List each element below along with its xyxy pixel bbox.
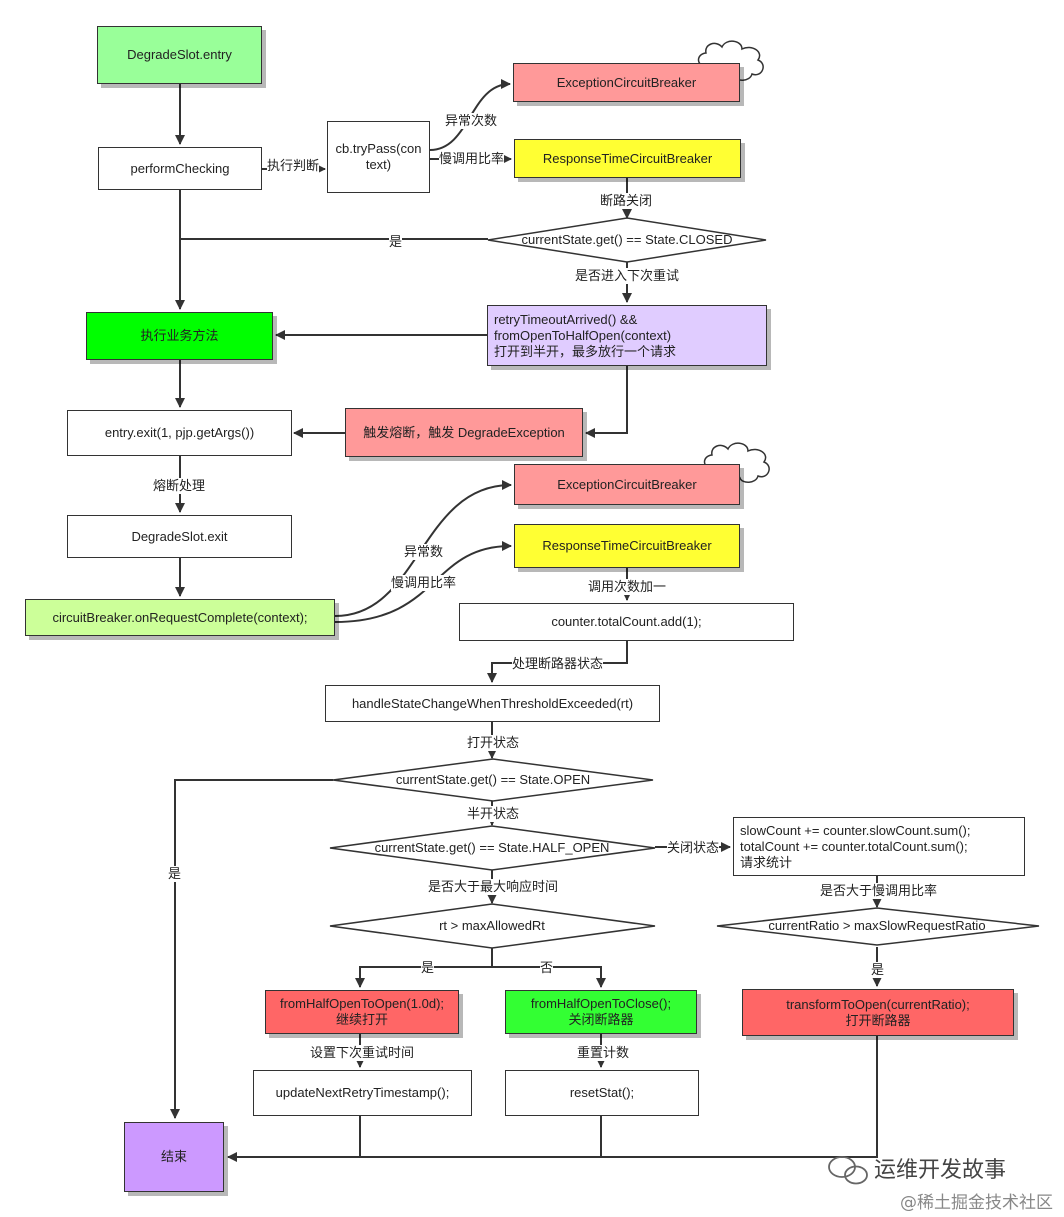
response-time-circuit-breaker-2-label: ResponseTimeCircuitBreaker bbox=[542, 538, 712, 553]
stat-line-1: slowCount += counter.slowCount.sum(); bbox=[740, 822, 971, 838]
on-request-complete-label: circuitBreaker.onRequestComplete(context… bbox=[52, 609, 308, 625]
transform-line-1: transformToOpen(currentRatio); bbox=[786, 996, 970, 1012]
total-count-add: counter.totalCount.add(1); bbox=[459, 603, 794, 641]
label-fuse-handle: 熔断处理 bbox=[153, 478, 206, 494]
update-next-retry-label: updateNextRetryTimestamp(); bbox=[275, 1085, 450, 1100]
retry-line-3: 打开到半开，最多放行一个请求 bbox=[494, 343, 677, 359]
perform-checking-label: performChecking bbox=[130, 160, 230, 176]
label-slow-ratio-1: 慢调用比率 bbox=[439, 151, 505, 167]
label-open-state: 打开状态 bbox=[467, 735, 520, 751]
rt-check-text: rt > maxAllowedRt bbox=[439, 918, 545, 933]
trigger-fuse-label: 触发熔断，触发 DegradeException bbox=[363, 424, 565, 440]
exception-circuit-breaker-1: ExceptionCircuitBreaker bbox=[513, 63, 740, 102]
arrow-open-yes-to-end bbox=[170, 779, 333, 1119]
total-count-add-label: counter.totalCount.add(1); bbox=[551, 614, 702, 629]
ratio-check-diamond bbox=[716, 907, 1040, 946]
hoc-line-1: fromHalfOpenToClose(); bbox=[530, 996, 672, 1011]
retry-line-1: retryTimeoutArrived() && bbox=[494, 311, 638, 327]
open-check-diamond bbox=[332, 758, 654, 802]
execute-business-method: 执行业务方法 bbox=[86, 312, 273, 360]
rt-check-diamond bbox=[329, 903, 656, 949]
hoo-line-1: fromHalfOpenToOpen(1.0d); bbox=[279, 996, 445, 1011]
ratio-check-text: currentRatio > maxSlowRequestRatio bbox=[768, 918, 986, 933]
entry-exit-label: entry.exit(1, pjp.getArgs()) bbox=[104, 425, 255, 440]
end-node: 结束 bbox=[124, 1122, 224, 1192]
hoc-line-2: 关闭断路器 bbox=[568, 1012, 634, 1027]
arrow-rt-no bbox=[492, 966, 606, 988]
handle-state-change: handleStateChangeWhenThresholdExceeded(r… bbox=[325, 685, 660, 722]
arrow-to-end bbox=[227, 1036, 878, 1162]
label-half-open-state: 半开状态 bbox=[467, 806, 520, 822]
reset-stat: resetStat(); bbox=[505, 1070, 699, 1116]
on-request-complete: circuitBreaker.onRequestComplete(context… bbox=[25, 599, 335, 636]
open-check-text: currentState.get() == State.OPEN bbox=[395, 772, 591, 787]
label-reset-count: 重置计数 bbox=[577, 1045, 630, 1061]
label-over-slow-ratio: 是否大于慢调用比率 bbox=[820, 883, 938, 899]
label-yes-1: 是 bbox=[389, 234, 403, 250]
watermark-brand: 运维开发故事 bbox=[874, 1158, 1007, 1183]
label-slow-ratio-2: 慢调用比率 bbox=[391, 575, 457, 591]
reset-stat-label: resetStat(); bbox=[569, 1085, 635, 1100]
stat-line-2: totalCount += counter.totalCount.sum(); bbox=[740, 838, 968, 854]
label-closed-state: 关闭状态 bbox=[667, 840, 720, 856]
degrade-slot-exit-label: DegradeSlot.exit bbox=[131, 528, 228, 544]
label-exec-judge: 执行判断 bbox=[267, 158, 320, 174]
degrade-slot-exit: DegradeSlot.exit bbox=[67, 515, 292, 558]
hoo-line-2: 继续打开 bbox=[335, 1012, 388, 1027]
perform-checking: performChecking bbox=[98, 147, 262, 190]
transform-line-2: 打开断路器 bbox=[845, 1012, 911, 1028]
arrow-retry-to-fuse bbox=[585, 366, 628, 438]
update-next-retry: updateNextRetryTimestamp(); bbox=[253, 1070, 472, 1116]
halfopen-check-text: currentState.get() == State.HALF_OPEN bbox=[374, 840, 610, 855]
degrade-slot-entry: DegradeSlot.entry bbox=[97, 26, 262, 84]
label-call-count-plus: 调用次数加一 bbox=[588, 579, 667, 595]
entry-exit: entry.exit(1, pjp.getArgs()) bbox=[67, 410, 292, 456]
transform-to-open: transformToOpen(currentRatio); 打开断路器 bbox=[742, 989, 1014, 1036]
watermark-site: @稀土掘金技术社区 bbox=[900, 1193, 1053, 1213]
try-pass-label: cb.tryPass(context) bbox=[335, 141, 422, 172]
label-abnormal-count-2: 异常数 bbox=[404, 544, 444, 560]
label-yes-3: 是 bbox=[421, 960, 435, 976]
retry-line-2: fromOpenToHalfOpen(context) bbox=[494, 327, 672, 343]
execute-business-label: 执行业务方法 bbox=[140, 328, 219, 343]
closed-check-diamond bbox=[487, 217, 767, 263]
label-set-next-retry: 设置下次重试时间 bbox=[310, 1045, 415, 1061]
exception-circuit-breaker-2: ExceptionCircuitBreaker bbox=[514, 464, 740, 505]
request-stats-box: slowCount += counter.slowCount.sum(); to… bbox=[733, 817, 1025, 876]
retry-timeout-box: retryTimeoutArrived() && fromOpenToHalfO… bbox=[487, 305, 767, 366]
response-time-circuit-breaker-1-label: ResponseTimeCircuitBreaker bbox=[542, 150, 713, 166]
handle-state-change-label: handleStateChangeWhenThresholdExceeded(r… bbox=[351, 695, 634, 711]
halfopen-check-diamond bbox=[329, 825, 656, 871]
exception-circuit-breaker-2-label: ExceptionCircuitBreaker bbox=[557, 476, 697, 492]
label-no-1: 否 bbox=[540, 960, 554, 976]
wechat-logo-icon bbox=[828, 1156, 868, 1185]
from-half-open-to-close: fromHalfOpenToClose(); 关闭断路器 bbox=[505, 990, 697, 1034]
label-over-max-rt: 是否大于最大响应时间 bbox=[428, 879, 559, 895]
label-handle-breaker-state: 处理断路器状态 bbox=[512, 656, 604, 672]
degrade-slot-entry-label: DegradeSlot.entry bbox=[127, 47, 232, 62]
try-pass: cb.tryPass(context) bbox=[327, 121, 430, 193]
closed-check-text: currentState.get() == State.CLOSED bbox=[521, 232, 733, 247]
label-abnormal-count: 异常次数 bbox=[445, 113, 498, 129]
from-half-open-to-open: fromHalfOpenToOpen(1.0d); 继续打开 bbox=[265, 990, 459, 1034]
label-yes-4: 是 bbox=[871, 962, 885, 978]
end-label: 结束 bbox=[160, 1149, 187, 1164]
response-time-circuit-breaker-2: ResponseTimeCircuitBreaker bbox=[514, 524, 740, 568]
stat-line-3: 请求统计 bbox=[740, 854, 793, 870]
trigger-fuse: 触发熔断，触发 DegradeException bbox=[345, 408, 583, 457]
label-enter-retry: 是否进入下次重试 bbox=[575, 268, 680, 284]
exception-circuit-breaker-1-label: ExceptionCircuitBreaker bbox=[556, 74, 697, 90]
label-yes-2: 是 bbox=[168, 866, 182, 882]
label-breaker-closed: 断路关闭 bbox=[600, 193, 653, 209]
response-time-circuit-breaker-1: ResponseTimeCircuitBreaker bbox=[514, 139, 741, 178]
